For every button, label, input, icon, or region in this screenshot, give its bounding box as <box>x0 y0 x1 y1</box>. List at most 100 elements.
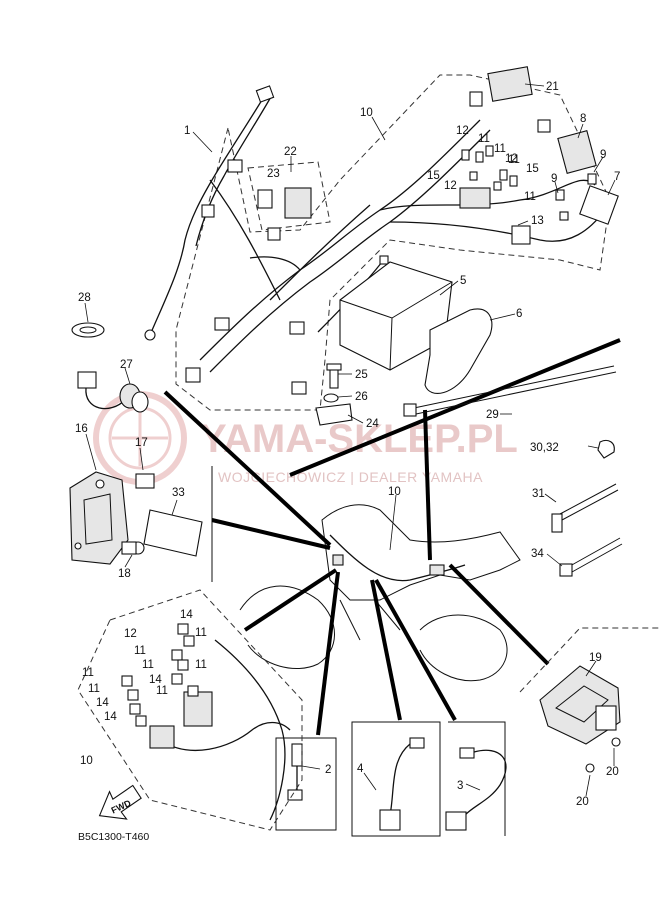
group-bracket-3 <box>448 721 506 836</box>
sensor-3 <box>445 747 507 831</box>
clamp-30-32 <box>597 439 615 459</box>
callout-11h: 11 <box>156 685 168 697</box>
callout-22: 22 <box>284 146 297 158</box>
callout-9a: 9 <box>600 149 606 161</box>
callout-24: 24 <box>366 418 379 430</box>
callout-12c: 12 <box>444 180 457 192</box>
pointer-to-27 <box>163 390 332 547</box>
regulator-group-outline <box>519 627 661 693</box>
sensor-4 <box>379 737 425 831</box>
pointer-to-16 <box>211 518 331 550</box>
callout-33: 33 <box>172 487 185 499</box>
pointer-to-19 <box>448 563 550 666</box>
callout-12b: 12 <box>505 153 518 165</box>
callout-10b: 10 <box>388 486 401 498</box>
callout-26: 26 <box>355 391 368 403</box>
callout-20a: 20 <box>576 796 589 808</box>
callout-14b: 14 <box>149 674 162 686</box>
callout-30-32: 30,32 <box>530 442 559 454</box>
sub-harness-10 <box>121 623 291 821</box>
upper-group-outline <box>175 74 611 411</box>
regulator-19 <box>539 665 621 773</box>
bolt-25 <box>326 363 342 389</box>
callout-20b: 20 <box>606 766 619 778</box>
callout-28: 28 <box>78 292 91 304</box>
ecu-bracket-16 <box>69 471 129 565</box>
callout-27: 27 <box>120 359 133 371</box>
pointer-upper-center <box>423 409 432 561</box>
sub-group-22-outline <box>247 161 331 231</box>
callout-9b: 9 <box>551 173 557 185</box>
callout-13: 13 <box>531 215 544 227</box>
grommet-28 <box>71 322 105 338</box>
callout-5: 5 <box>460 275 466 287</box>
callout-11e: 11 <box>134 645 146 657</box>
callout-11g: 11 <box>195 659 207 671</box>
callout-15b: 15 <box>427 170 440 182</box>
washer-26 <box>323 393 339 403</box>
callout-11j: 11 <box>88 683 100 695</box>
callout-11i: 11 <box>82 667 94 679</box>
leader-lines <box>84 83 616 797</box>
callout-31: 31 <box>532 488 545 500</box>
callout-12d: 12 <box>124 628 137 640</box>
pointer-upper <box>289 338 621 477</box>
callout-11c: 11 <box>524 191 536 203</box>
callout-11k: 11 <box>508 154 520 166</box>
callout-21: 21 <box>546 81 559 93</box>
pointer-to-10-lower <box>243 568 338 632</box>
cable-tie-31 <box>551 483 619 533</box>
callout-7: 7 <box>614 171 620 183</box>
callout-14a: 14 <box>180 609 193 621</box>
battery-cover-6 <box>424 308 493 394</box>
callout-10a: 10 <box>360 107 373 119</box>
pointer-to-2 <box>316 571 340 736</box>
callout-34: 34 <box>531 548 544 560</box>
reference-code: B5C1300-T460 <box>78 831 149 843</box>
watermark: YAMA-SKLEP.PL WOJCIECHOWICZ | DEALER YAM… <box>93 391 518 485</box>
callout-14d: 14 <box>104 711 117 723</box>
callout-19: 19 <box>589 652 602 664</box>
main-harness-1 <box>144 85 606 395</box>
callout-15a: 15 <box>526 163 539 175</box>
lower-harness-outline <box>77 589 303 831</box>
cable-tie-34 <box>559 537 623 577</box>
bracket-24 <box>315 403 353 426</box>
watermark-main-text: YAMA-SKLEP.PL <box>200 417 518 461</box>
callout-14c: 14 <box>96 697 109 709</box>
callout-6: 6 <box>516 308 522 320</box>
callout-11f: 11 <box>142 659 154 671</box>
callout-10c: 10 <box>80 755 93 767</box>
callout-23: 23 <box>267 168 280 180</box>
callout-8: 8 <box>580 113 586 125</box>
callout-18: 18 <box>118 568 131 580</box>
group-bracket-4 <box>351 721 441 837</box>
watermark-sub-text: WOJCIECHOWICZ | DEALER YAMAHA <box>218 469 483 485</box>
callout-3: 3 <box>457 780 463 792</box>
sensor-2 <box>287 743 303 801</box>
callout-4: 4 <box>357 763 364 775</box>
part-23 <box>257 189 273 209</box>
cable-tie-29 <box>403 365 617 417</box>
relay-cluster <box>459 66 619 245</box>
screw-18 <box>121 541 145 555</box>
fwd-arrow-icon: FWD <box>98 784 142 820</box>
motorcycle-silhouette <box>239 504 521 682</box>
callout-17: 17 <box>135 437 148 449</box>
group-bracket-2 <box>275 737 337 831</box>
callout-16: 16 <box>75 423 88 435</box>
callout-29: 29 <box>486 409 499 421</box>
callout-12a: 12 <box>456 125 469 137</box>
sheet-33 <box>143 509 203 557</box>
part-22 <box>284 187 312 219</box>
callout-11a: 11 <box>478 133 490 145</box>
callout-2: 2 <box>325 764 331 776</box>
callout-1: 1 <box>184 125 190 137</box>
callout-11b: 11 <box>494 143 506 155</box>
pointer-to-4 <box>370 579 402 721</box>
callout-25: 25 <box>355 369 368 381</box>
pointer-to-3 <box>374 579 457 721</box>
callout-11d: 11 <box>195 627 207 639</box>
